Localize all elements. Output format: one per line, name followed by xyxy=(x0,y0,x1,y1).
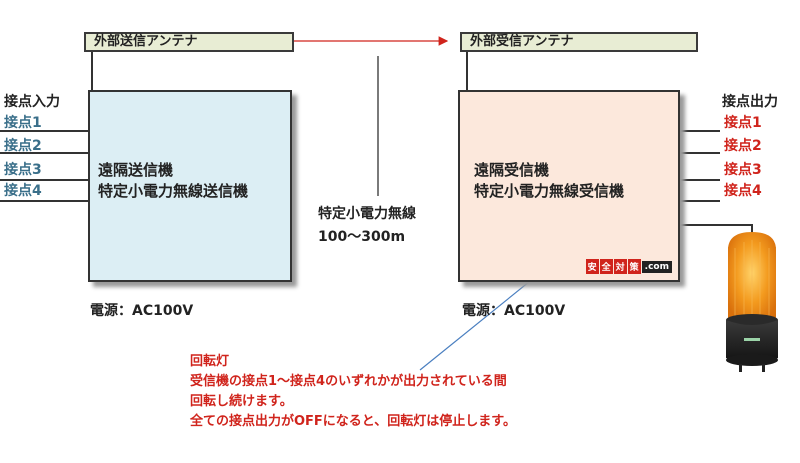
receiver-antenna-label: 外部受信アンテナ xyxy=(470,34,574,49)
receiver-power: 電源：AC100V xyxy=(462,303,566,319)
output-contacts-header: 接点出力 xyxy=(722,94,778,110)
badge-char-3: 対 xyxy=(613,259,627,274)
input-contact-4: 接点4 xyxy=(4,183,42,199)
input-contacts-header: 接点入力 xyxy=(4,94,60,110)
lamp-note: 回転灯 受信機の接点1～接点4のいずれかが出力されている間 回転し続けます。 全… xyxy=(190,352,516,432)
receiver-antenna: 外部受信アンテナ xyxy=(460,32,698,52)
lamp-note-title: 回転灯 xyxy=(190,354,230,369)
wireless-label: 特定小電力無線 xyxy=(318,206,416,222)
rotating-lamp-icon xyxy=(726,232,778,372)
receiver-title: 遠隔受信機 xyxy=(474,161,550,179)
transmitter-model: 特定小電力無線送信機 xyxy=(98,182,249,200)
lamp-note-line-3: 全ての接点出力がOFFになると、回転灯は停止します。 xyxy=(190,414,516,429)
lamp-note-line-2: 回転し続けます。 xyxy=(190,394,293,409)
badge-char-2: 全 xyxy=(599,259,613,274)
wireless-range: 100～300m xyxy=(318,229,406,245)
input-contact-2: 接点2 xyxy=(4,138,42,154)
output-contact-1: 接点1 xyxy=(724,115,762,131)
input-contact-1: 接点1 xyxy=(4,115,42,131)
receiver-model: 特定小電力無線受信機 xyxy=(474,182,625,200)
badge-suffix: .com xyxy=(641,260,672,273)
transmitter-antenna-label: 外部送信アンテナ xyxy=(94,34,198,49)
output-contact-4: 接点4 xyxy=(724,183,762,199)
output-contact-2: 接点2 xyxy=(724,138,762,154)
site-badge: 安 全 対 策 .com xyxy=(585,259,672,274)
transmitter-unit: 遠隔送信機 特定小電力無線送信機 xyxy=(88,90,292,282)
receiver-unit: 遠隔受信機 特定小電力無線受信機 安 全 対 策 .com xyxy=(458,90,680,282)
transmitter-title: 遠隔送信機 xyxy=(98,161,174,179)
transmitter-power: 電源：AC100V xyxy=(90,303,194,319)
lamp-note-line-1: 受信機の接点1～接点4のいずれかが出力されている間 xyxy=(190,374,507,389)
badge-char-4: 策 xyxy=(627,259,641,274)
output-contact-3: 接点3 xyxy=(724,162,762,178)
badge-char-1: 安 xyxy=(585,259,599,274)
transmitter-antenna: 外部送信アンテナ xyxy=(84,32,294,52)
input-contact-3: 接点3 xyxy=(4,162,42,178)
